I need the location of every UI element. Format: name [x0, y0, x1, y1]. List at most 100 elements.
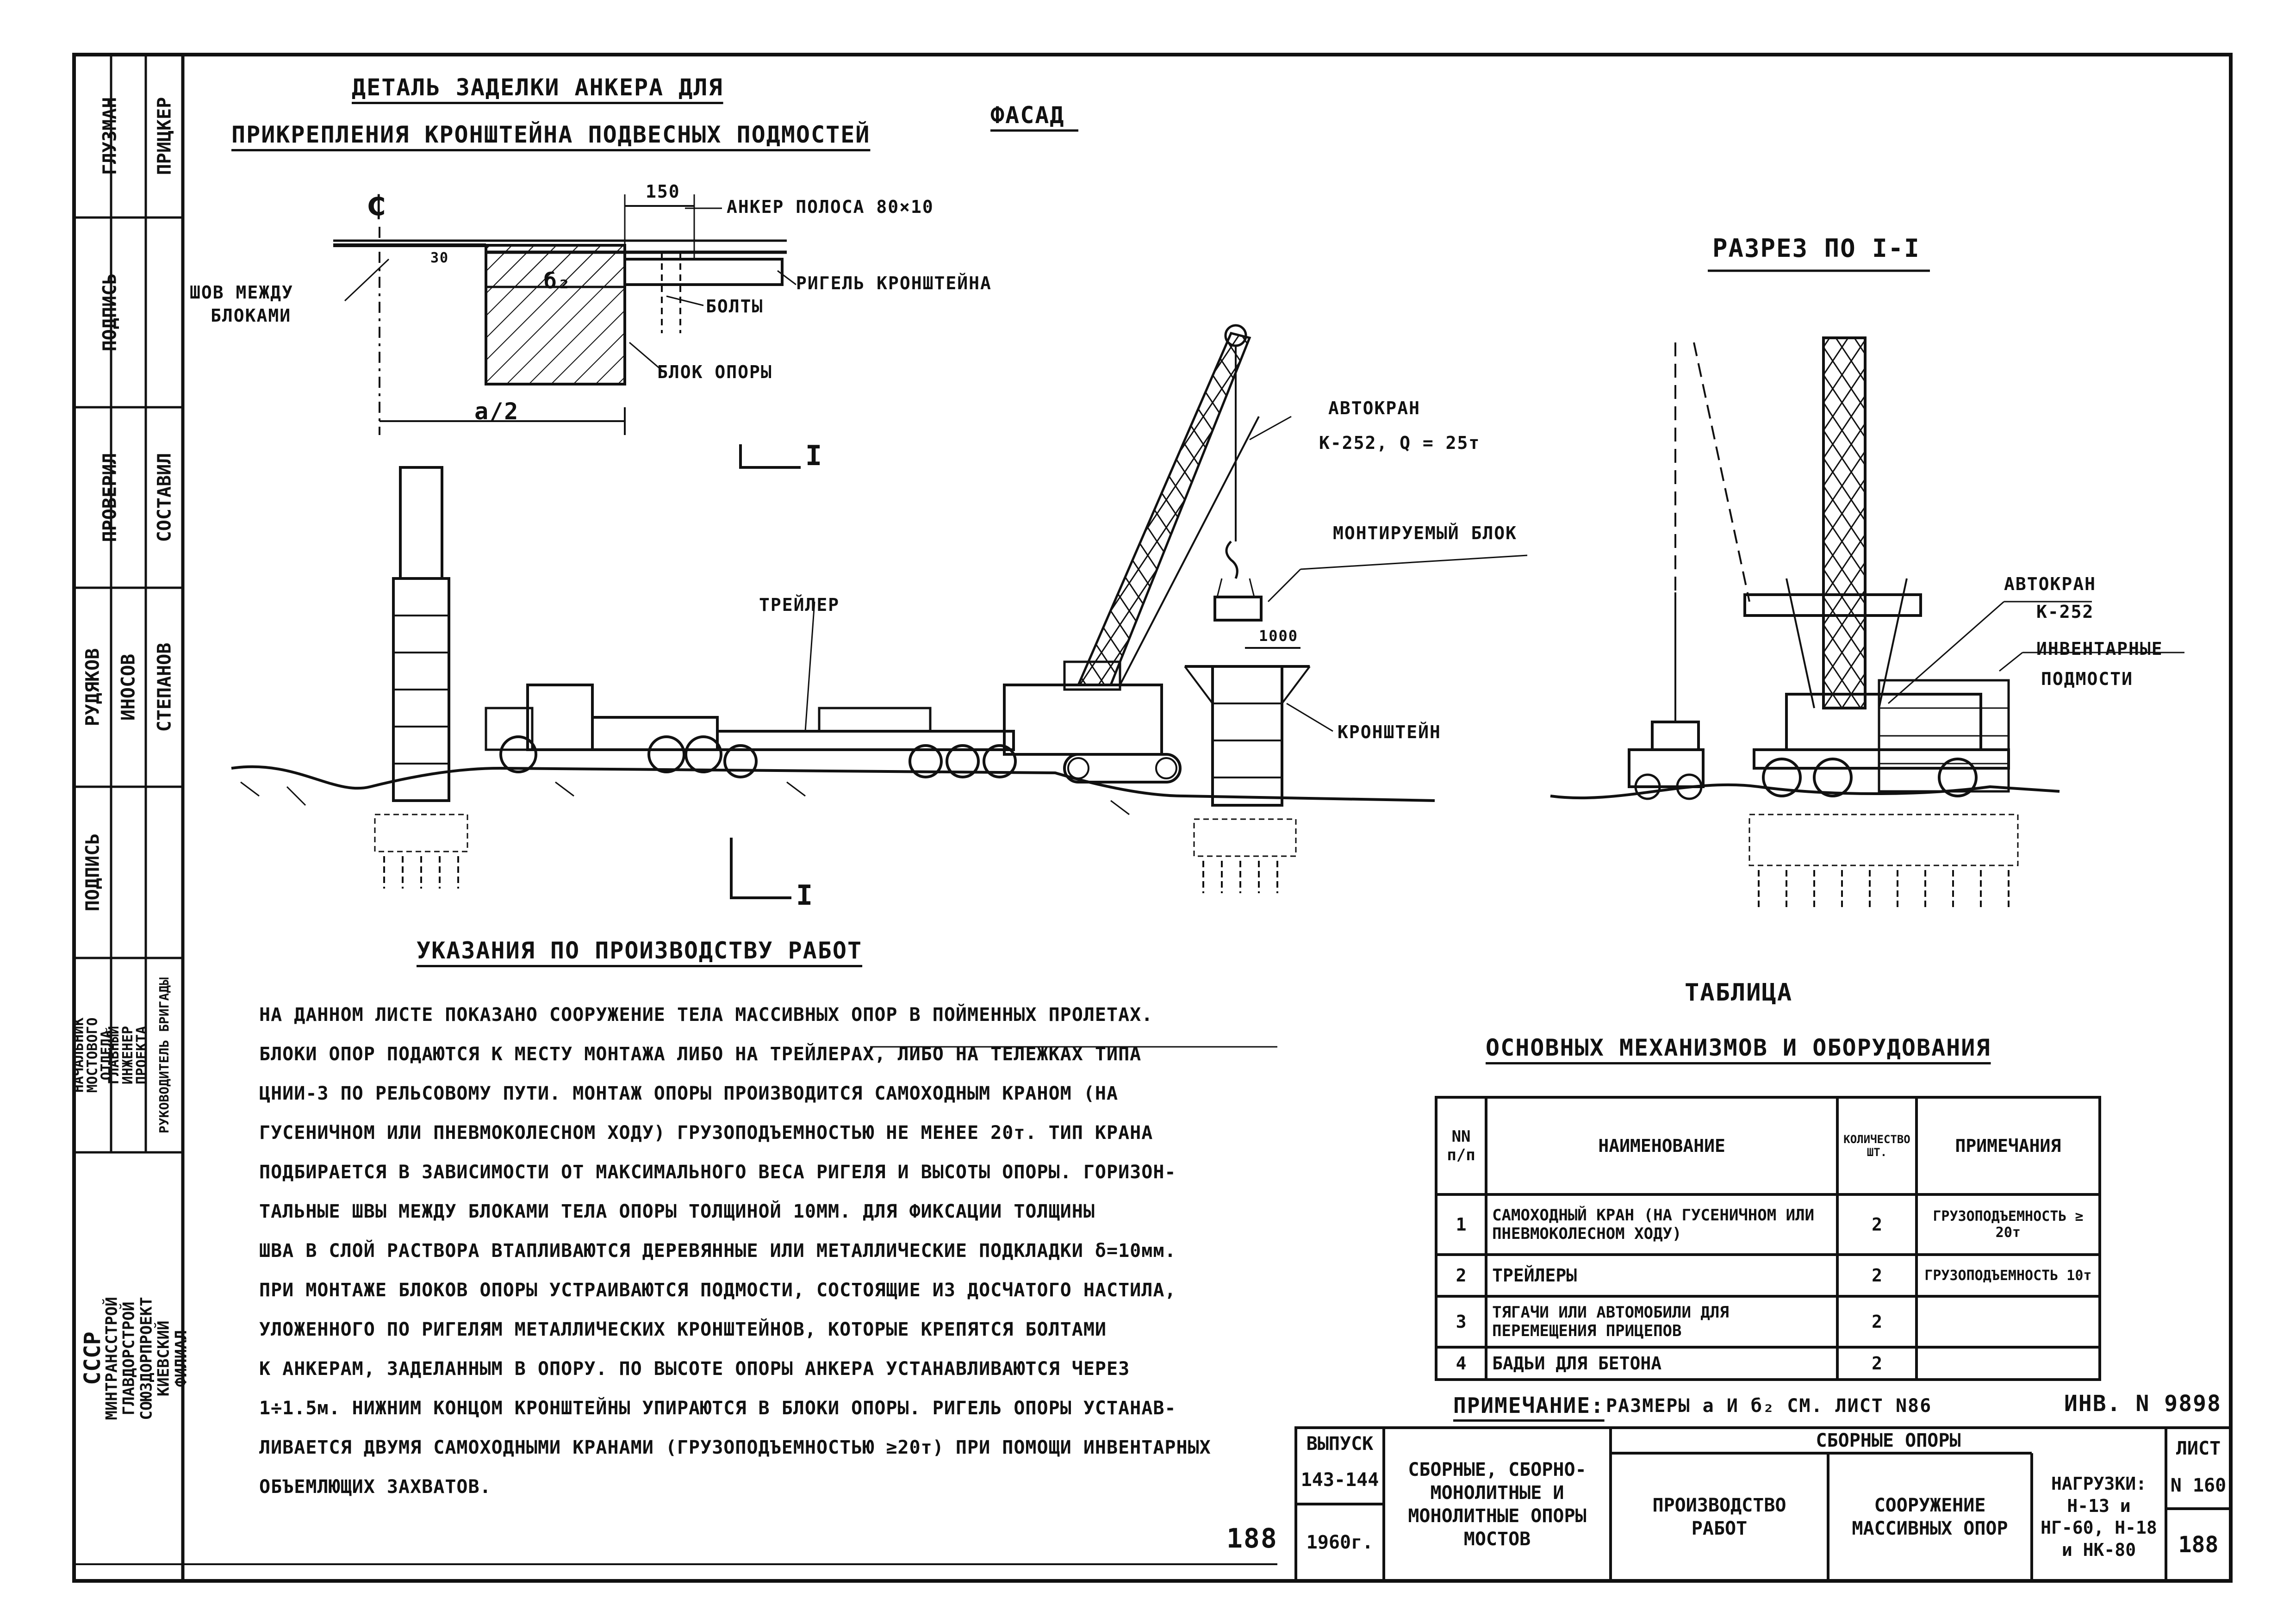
- stamp-year: 1960г.: [1306, 1532, 1374, 1553]
- detail-title-line-1: ДЕТАЛЬ ЗАДЕЛКИ АНКЕРА ДЛЯ: [352, 74, 723, 101]
- stamp-issue-value: 143-144: [1300, 1469, 1379, 1491]
- row-note: [1915, 1346, 2102, 1381]
- table-title: ТАБЛИЦА: [1685, 979, 1793, 1007]
- seam-label: ШОВ МЕЖДУ: [190, 282, 293, 303]
- side-sign-label: ПОДПИСЬ: [82, 833, 104, 912]
- section-mark-bottom: I: [796, 879, 814, 912]
- stamp-grid: [1294, 1426, 2232, 1582]
- row-num: 4: [1434, 1346, 1488, 1381]
- facade-dim-1000: 1000: [1259, 627, 1299, 645]
- table-subtitle: ОСНОВНЫХ МЕХАНИЗМОВ И ОБОРУДОВАНИЯ: [1486, 1034, 1991, 1061]
- page-number-left: 188: [1226, 1523, 1278, 1554]
- table-row: 4 БАДЬИ ДЛЯ БЕТОНА 2: [1434, 1346, 2102, 1381]
- section-scaffold-label-2: ПОДМОСТИ: [2041, 669, 2134, 689]
- row-note: ГРУЗОПОДЪЕМНОСТЬ 10т: [1915, 1253, 2102, 1298]
- instruction-line: БЛОКИ ОПОР ПОДАЮТСЯ К МЕСТУ МОНТАЖА ЛИБО…: [259, 1044, 1142, 1065]
- row-name: САМОХОДНЫЙ КРАН (НА ГУСЕНИЧНОМ ИЛИ ПНЕВМ…: [1485, 1193, 1839, 1256]
- table-header-row: NN п/п НАИМЕНОВАНИЕ КОЛИЧЕСТВО ШТ. ПРИМЕ…: [1434, 1096, 2102, 1196]
- side-name-2: ИНОСОВ: [118, 653, 139, 721]
- b2-label: б₂: [544, 268, 572, 293]
- instruction-line: ОБЪЕМЛЮЩИХ ЗАХВАТОВ.: [259, 1476, 492, 1498]
- table-row: 3 ТЯГАЧИ ИЛИ АВТОМОБИЛИ ДЛЯ ПЕРЕМЕЩЕНИЯ …: [1434, 1295, 2102, 1349]
- facade-trailer-label: ТРЕЙЛЕР: [759, 595, 840, 615]
- centerline-label: ₵: [368, 190, 386, 222]
- row-name: ТЯГАЧИ ИЛИ АВТОМОБИЛИ ДЛЯ ПЕРЕМЕЩЕНИЯ ПР…: [1485, 1295, 1839, 1349]
- detail-title-line-2: ПРИКРЕПЛЕНИЯ КРОНШТЕЙНА ПОДВЕСНЫХ ПОДМОС…: [231, 121, 871, 148]
- row-qty: 2: [1836, 1295, 1918, 1349]
- instruction-line: ПОДБИРАЕТСЯ В ЗАВИСИМОСТИ ОТ МАКСИМАЛЬНО…: [259, 1162, 1176, 1183]
- dim-150: 150: [646, 181, 680, 202]
- stamp-series: СБОРНЫЕ, СБОРНО-МОНОЛИТНЫЕ И МОНОЛИТНЫЕ …: [1408, 1459, 1587, 1550]
- row-note: [1915, 1295, 2102, 1349]
- section-mark-top: I: [805, 440, 823, 472]
- side-org-names: МИНТРАНССТРОЙ ГЛАВДОРСТРОЙ СОЮЗДОРПРОЕКТ…: [103, 1296, 191, 1420]
- col-note-header: ПРИМЕЧАНИЯ: [1915, 1096, 2102, 1196]
- anchor-label: АНКЕР ПОЛОСА 80×10: [727, 197, 934, 217]
- side-role-1: НАЧАЛЬНИК МОСТОВОГО ОТДЕЛА: [70, 1017, 114, 1093]
- table-row: 2 ТРЕЙЛЕРЫ 2 ГРУЗОПОДЪЕМНОСТЬ 10т: [1434, 1253, 2102, 1298]
- side-checked-label: ПРОВЕРИЛ: [99, 453, 121, 542]
- facade-bracket-label: КРОНШТЕЙН: [1338, 722, 1441, 742]
- instruction-line: УЛОЖЕННОГО ПО РИГЕЛЯМ МЕТАЛЛИЧЕСКИХ КРОН…: [259, 1319, 1107, 1340]
- side-role-2: ГЛАВНЫЙ ИНЖЕНЕР ПРОЕКТА: [106, 1026, 150, 1085]
- row-num: 3: [1434, 1295, 1488, 1349]
- row-num: 2: [1434, 1253, 1488, 1298]
- facade-drawing: [231, 324, 1528, 899]
- instruction-line: ПРИ МОНТАЖЕ БЛОКОВ ОПОРЫ УСТРАИВАЮТСЯ ПО…: [259, 1280, 1176, 1301]
- stamp-sheet-value: N 160: [2170, 1475, 2227, 1496]
- underlines: [870, 129, 1930, 1048]
- facade-crane-label: АВТОКРАН: [1328, 398, 1421, 418]
- col-num-header: NN п/п: [1434, 1096, 1488, 1196]
- instruction-line: ТАЛЬНЫЕ ШВЫ МЕЖДУ БЛОКАМИ ТЕЛА ОПОРЫ ТОЛ…: [259, 1201, 1095, 1222]
- row-qty: 2: [1836, 1253, 1918, 1298]
- anchor-detail-drawing: [333, 194, 796, 435]
- side-name-1: РУДЯКОВ: [82, 648, 104, 727]
- side-sign-label-2: ПОДПИСЬ: [99, 273, 121, 352]
- section-crane-label: АВТОКРАН: [2004, 574, 2097, 594]
- instruction-line: К АНКЕРАМ, ЗАДЕЛАННЫМ В ОПОРУ. ПО ВЫСОТЕ…: [259, 1358, 1130, 1380]
- dim-30: 30: [430, 250, 449, 266]
- facade-title: ФАСАД: [990, 102, 1065, 129]
- row-name: БАДЬИ ДЛЯ БЕТОНА: [1485, 1346, 1839, 1381]
- section-scaffold-label: ИНВЕНТАРНЫЕ: [2036, 639, 2163, 659]
- bolts-label: БОЛТЫ: [706, 296, 764, 317]
- side-strip-grid: [74, 55, 183, 1154]
- instructions-title: УКАЗАНИЯ ПО ПРОИЗВОДСТВУ РАБОТ: [417, 937, 863, 964]
- side-name-4: ГЛУЗМАН: [99, 97, 121, 175]
- stamp-group: СБОРНЫЕ ОПОРЫ: [1816, 1430, 1961, 1451]
- stamp-page: 188: [2178, 1532, 2219, 1558]
- stamp-sheet-label: ЛИСТ: [2176, 1438, 2221, 1459]
- mechanisms-table: NN п/п НАИМЕНОВАНИЕ КОЛИЧЕСТВО ШТ. ПРИМЕ…: [1434, 1096, 2102, 1381]
- note-text: РАЗМЕРЫ a И б₂ СМ. ЛИСТ N86: [1606, 1395, 1932, 1417]
- side-role-3: РУКОВОДИТЕЛЬ БРИГАДЫ: [156, 977, 172, 1133]
- side-made-label: СОСТАВИЛ: [154, 453, 175, 542]
- facade-block-label: МОНТИРУЕМЫЙ БЛОК: [1333, 523, 1518, 543]
- stamp-loads: НАГРУЗКИ: Н-13 и НГ-60, Н-18 и НК-80: [2041, 1474, 2157, 1560]
- instruction-line: 1÷1.5м. НИЖНИМ КОНЦОМ КРОНШТЕЙНЫ УПИРАЮТ…: [259, 1398, 1176, 1419]
- inventory-number: ИНВ. N 9898: [2064, 1391, 2221, 1417]
- col-qty-header: КОЛИЧЕСТВО ШТ.: [1836, 1096, 1918, 1196]
- stamp-subject: СООРУЖЕНИЕ МАССИВНЫХ ОПОР: [1852, 1495, 2008, 1539]
- section-crane-model: К-252: [2036, 602, 2094, 622]
- row-qty: 2: [1836, 1193, 1918, 1256]
- instruction-line: ЛИВАЕТСЯ ДВУМЯ САМОХОДНЫМИ КРАНАМИ (ГРУЗ…: [259, 1437, 1211, 1458]
- section-title: РАЗРЕЗ ПО I-I: [1712, 234, 1920, 263]
- sheet-frame: [72, 53, 2233, 1583]
- girder-label: РИГЕЛЬ КРОНШТЕЙНА: [796, 273, 992, 293]
- row-note: ГРУЗОПОДЪЕМНОСТЬ ≥ 20т: [1915, 1193, 2102, 1256]
- half-a-label: a/2: [474, 398, 519, 425]
- instruction-line: ЦНИИ-3 ПО РЕЛЬСОВОМУ ПУТИ. МОНТАЖ ОПОРЫ …: [259, 1083, 1119, 1104]
- row-num: 1: [1434, 1193, 1488, 1256]
- note-label: ПРИМЕЧАНИЕ:: [1453, 1393, 1605, 1418]
- col-name-header: НАИМЕНОВАНИЕ: [1485, 1096, 1839, 1196]
- instruction-line: ШВА В СЛОЙ РАСТВОРА ВТАПЛИВАЮТСЯ ДЕРЕВЯН…: [259, 1240, 1176, 1262]
- row-name: ТРЕЙЛЕРЫ: [1485, 1253, 1839, 1298]
- table-row: 1 САМОХОДНЫЙ КРАН (НА ГУСЕНИЧНОМ ИЛИ ПНЕ…: [1434, 1193, 2102, 1256]
- side-name-5: ПРИЦКЕР: [154, 97, 175, 175]
- instruction-line: ГУСЕНИЧНОМ ИЛИ ПНЕВМОКОЛЕСНОМ ХОДУ) ГРУЗ…: [259, 1122, 1153, 1144]
- stamp-issue-label: ВЫПУСК: [1306, 1433, 1374, 1455]
- block-label: БЛОК ОПОРЫ: [657, 362, 772, 382]
- seam-label-2: БЛОКАМИ: [211, 305, 292, 326]
- section-drawing: [1550, 336, 2184, 907]
- instruction-line: НА ДАННОМ ЛИСТЕ ПОКАЗАНО СООРУЖЕНИЕ ТЕЛА…: [259, 1004, 1153, 1026]
